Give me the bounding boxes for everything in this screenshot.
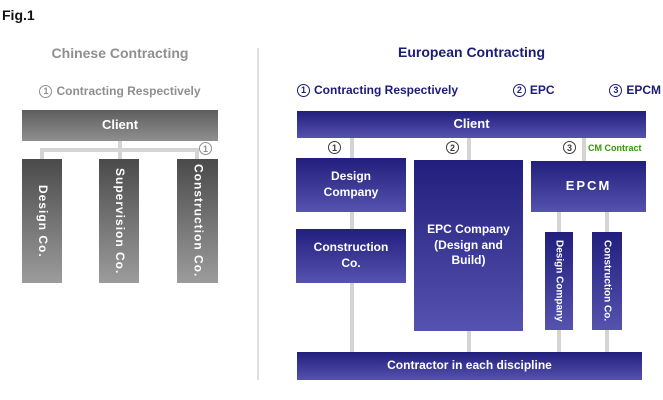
chinese-diagram-title: Chinese Contracting [51, 45, 189, 61]
chinese-design-co-box: Design Co. [22, 159, 62, 283]
european-legend: 1 Contracting Respectively 2 EPC 3 EPCM [297, 83, 661, 97]
chinese-client-box: Client [22, 110, 218, 141]
circled-number-icon: 1 [199, 142, 212, 155]
chinese-legend: 1 Contracting Respectively [22, 84, 218, 98]
chinese-supervision-co-box: Supervision Co. [99, 159, 139, 283]
european-design-company-box: Design Company [296, 158, 406, 212]
european-construction-co-box: Construction Co. [296, 229, 406, 283]
circled-number-icon: 2 [512, 83, 526, 97]
epc-company-box: EPC Company (Design and Build) [414, 160, 523, 331]
circled-number-icon: 3 [609, 83, 623, 97]
circled-number-icon: 2 [446, 141, 459, 154]
legend-item-epc: 2 EPC [512, 83, 555, 97]
circled-number-icon: 1 [297, 83, 310, 97]
legend-item-contracting-respectively: 1 Contracting Respectively [297, 83, 458, 97]
european-diagram-title: European Contracting [397, 44, 545, 60]
chinese-construction-co-box: Construction Co. [177, 159, 218, 283]
legend-item-epcm: 3 EPCM [609, 83, 661, 97]
legend-label: Contracting Respectively [314, 83, 459, 97]
section-divider-line [257, 48, 259, 380]
connector-line [40, 148, 44, 160]
figure-number-label: Fig.1 [2, 7, 35, 23]
connector-line [582, 138, 586, 162]
connector-line [40, 148, 199, 152]
legend-label: EPCM [626, 83, 661, 97]
cm-contract-label: CM Contract [588, 143, 642, 153]
legend-label: EPC [529, 83, 555, 97]
epcm-design-company-box: Design Company [545, 232, 573, 330]
epcm-construction-co-box: Construction Co. [592, 232, 622, 330]
european-client-box: Client [297, 111, 646, 138]
legend-item-contracting-respectively: 1 Contracting Respectively [39, 84, 201, 98]
connector-line [195, 148, 199, 160]
circled-number-icon: 1 [328, 141, 341, 154]
circled-number-icon: 1 [39, 84, 53, 98]
epcm-box: EPCM [531, 161, 646, 212]
legend-label: Contracting Respectively [56, 84, 201, 98]
circled-number-icon: 3 [563, 141, 576, 154]
contractor-discipline-bar: Contractor in each discipline [297, 352, 642, 380]
